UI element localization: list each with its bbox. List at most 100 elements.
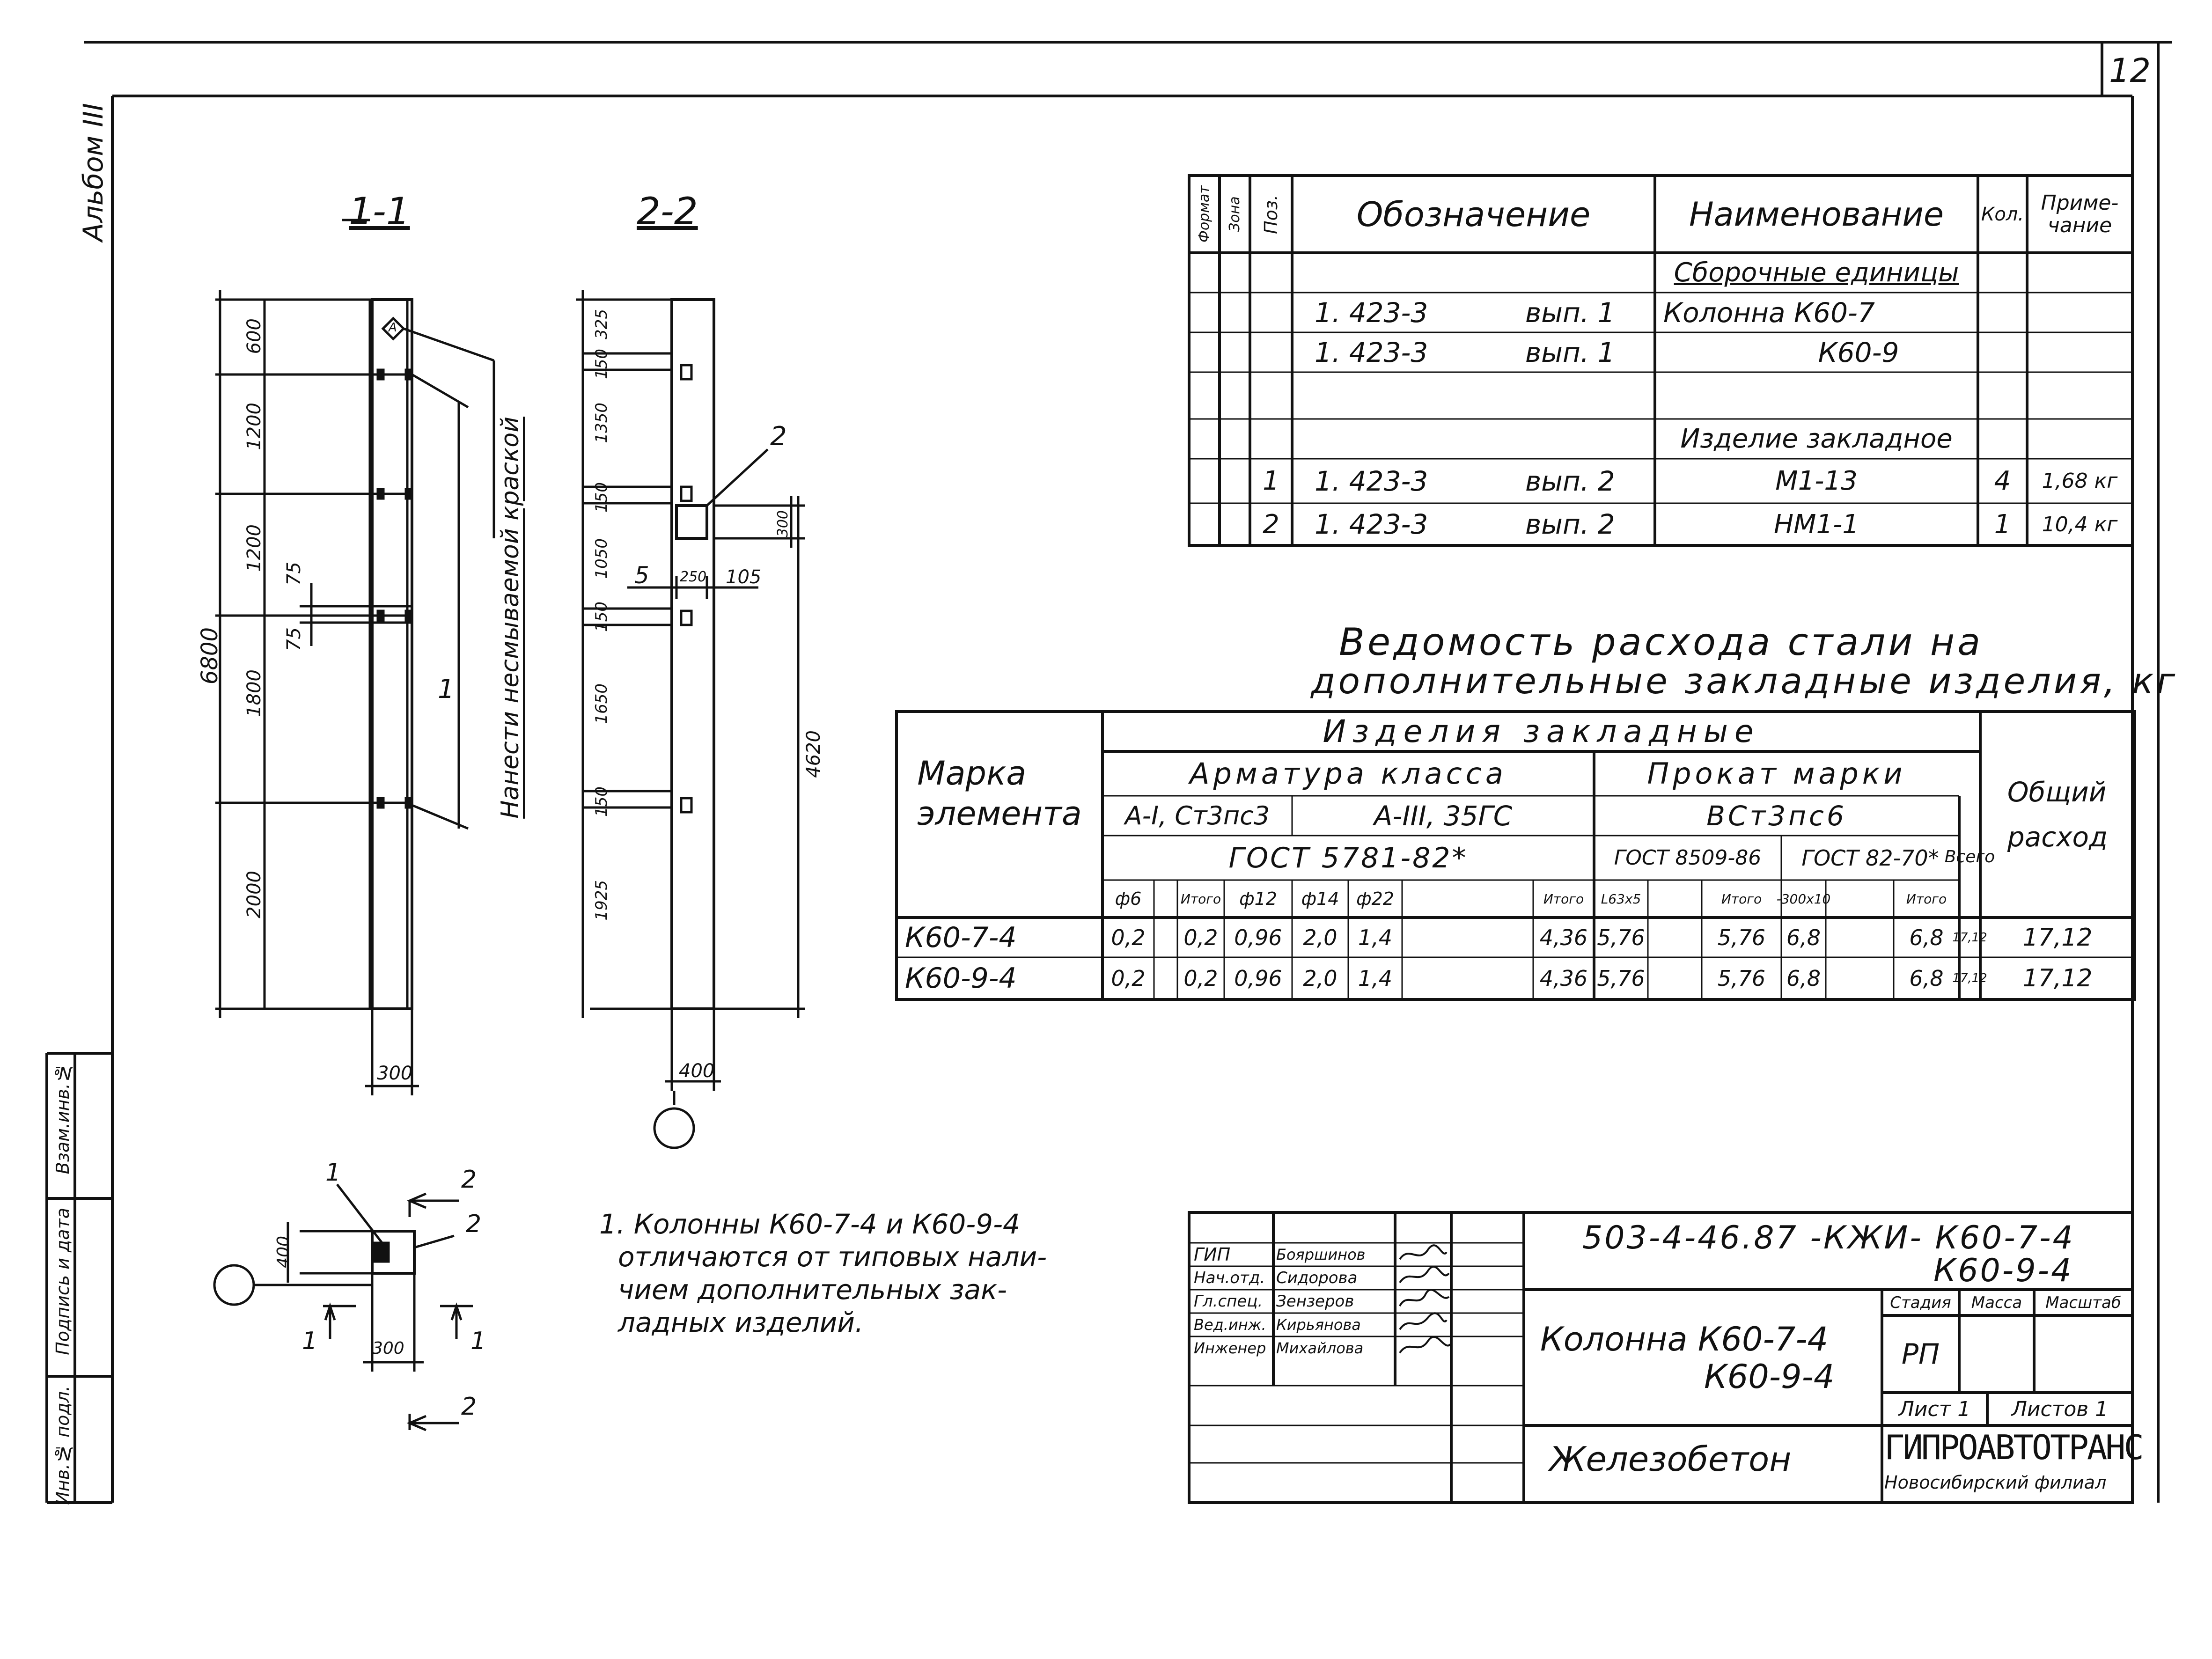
tb-stage-h: Стадия (1890, 1293, 1951, 1312)
spec-h-code: Обозначение (1356, 194, 1591, 234)
section-1-title: 1-1 (349, 190, 410, 233)
spec-row-5-pos: 1 (1263, 466, 1279, 496)
tb-name-3: Кирьянова (1276, 1316, 1361, 1334)
steel-row-1-mark: К60-9-4 (905, 962, 1017, 995)
steel-h-items: Изделия закладные (1323, 713, 1760, 749)
tb-role-0: ГИП (1194, 1244, 1231, 1265)
spec-row-1-code: 1. 423-3 (1315, 296, 1428, 329)
steel-row-0-col-3: 0,96 (1234, 925, 1282, 950)
spec-row-6-name: НМ1-1 (1774, 509, 1859, 540)
note-line-3: чием дополнительных зак- (618, 1274, 1007, 1306)
steel-row-0-col-4: 2,0 (1303, 925, 1337, 950)
steel-sub-7: Итого (1543, 891, 1584, 907)
tb-role-1: Нач.отд. (1194, 1269, 1265, 1287)
dim2-400: 400 (679, 1060, 715, 1082)
steel-row-1-sum: 17,12 (2022, 964, 2093, 992)
tb-role-2: Гл.спец. (1194, 1292, 1263, 1311)
steel-h-sum: Общий расход (2007, 776, 2108, 853)
spec-h-name: Наименование (1689, 195, 1944, 234)
steel-row-0-col-11: 6,8 (1786, 925, 1821, 950)
spec-row-6-ver: вып. 2 (1525, 508, 1615, 540)
steel-h-gost3: ГОСТ 82-70* (1801, 845, 1939, 871)
plan-label-1-right: 1 (470, 1327, 486, 1355)
spec-row-0-name: Сборочные единицы (1674, 257, 1959, 288)
steel-row-1-col-0: 0,2 (1111, 966, 1146, 991)
spec-h-qty: Кол. (1981, 203, 2024, 225)
steel-sub-4: ф14 (1301, 888, 1339, 909)
steel-sub-2: Итого (1180, 891, 1221, 907)
steel-sub-10: Итого (1721, 891, 1762, 907)
plan-label-2-bottom: 2 (461, 1393, 477, 1421)
spec-h-note: Приме- чание (2041, 191, 2119, 237)
steel-row-1-col-7: 4,36 (1539, 966, 1588, 991)
steel-h-gost1: ГОСТ 5781-82* (1228, 841, 1468, 874)
steel-h-gost2: ГОСТ 8509-86 (1614, 846, 1762, 870)
spec-row-6-pos: 2 (1263, 509, 1279, 540)
steel-row-1-col-4: 2,0 (1303, 966, 1337, 991)
tb-stage: РП (1901, 1337, 1940, 1371)
plan-label-1-top: 1 (325, 1159, 341, 1187)
tb-sheets: Листов 1 (2011, 1397, 2109, 1421)
tb-scale-h: Масштаб (2045, 1293, 2121, 1312)
steel-h-rolled: Прокат марки (1647, 756, 1906, 791)
spec-row-1-name: Колонна К60-7 (1663, 296, 1875, 329)
tb-name-0: Бояршинов (1276, 1246, 1366, 1263)
dim2-250: 250 (680, 569, 707, 585)
plan-dim-300: 300 (372, 1339, 404, 1358)
steel-row-1-col-13: 6,8 (1909, 966, 1944, 991)
steel-sub-11: -300x10 (1776, 891, 1831, 907)
spec-row-5-ver: вып. 2 (1525, 465, 1615, 497)
steel-row-0-col-13: 6,8 (1909, 925, 1944, 950)
steel-row-1-col-10: 5,76 (1717, 966, 1766, 991)
steel-sub-13: Итого (1906, 891, 1947, 907)
steel-row-1-col-5: 1,4 (1358, 966, 1393, 991)
steel-sub-8: L63x5 (1601, 891, 1641, 907)
spec-row-6-code: 1. 423-3 (1315, 508, 1428, 540)
tb-sheet: Лист 1 (1898, 1397, 1971, 1421)
steel-h-rebar: Арматура класса (1190, 756, 1507, 791)
steel-row-1-col-11: 6,8 (1786, 966, 1821, 991)
steel-sub-3: ф12 (1239, 888, 1277, 909)
steel-row-0-col-2: 0,2 (1183, 925, 1218, 950)
steel-row-1-col-2: 0,2 (1183, 966, 1218, 991)
dim-300-s1: 300 (377, 1063, 413, 1084)
callout-2-s2: 2 (770, 421, 787, 452)
tb-mass-h: Масса (1971, 1293, 2022, 1312)
steel-h-a1: А-I, Ст3пс3 (1124, 801, 1270, 830)
spec-row-6-qty: 1 (1994, 509, 2011, 540)
plan-label-2-top: 2 (461, 1166, 477, 1194)
steel-row-1-col-8: 5,76 (1597, 966, 1645, 991)
spec-row-2-code: 1. 423-3 (1315, 336, 1428, 368)
spec-row-5-note: 1,68 кг (2042, 469, 2118, 493)
spec-row-4-name: Изделие закладное (1680, 424, 1953, 454)
steel-title-1: Ведомость расхода стали на (1339, 620, 1984, 664)
dim2-5: 5 (634, 562, 649, 589)
spec-row-6-note: 10,4 кг (2042, 512, 2118, 536)
tb-code: 503-4-46.87 -КЖИ- К60-7-4 (1582, 1219, 2075, 1256)
tb-code2: К60-9-4 (1933, 1252, 2073, 1289)
marker-a: A (389, 321, 397, 335)
note-line-1: 1. Колонны К60-7-4 и К60-9-4 (599, 1208, 1020, 1240)
plan-label-2-right: 2 (466, 1210, 482, 1238)
spec-row-1-ver: вып. 1 (1525, 296, 1615, 329)
steel-row-0-sum: 17,12 (2022, 923, 2093, 952)
notes-block: 1. Колонны К60-7-4 и К60-9-4 отличаются … (599, 1208, 1047, 1339)
steel-row-0-mark: К60-7-4 (905, 921, 1017, 954)
steel-h-vst: ВСт3пс6 (1706, 800, 1847, 832)
steel-h-mark: Марка элемента (917, 754, 1082, 833)
steel-sub-5: ф22 (1356, 888, 1394, 909)
spec-row-5-code: 1. 423-3 (1315, 465, 1428, 497)
tb-name-2: Зензеров (1276, 1292, 1354, 1311)
tb-name-4: Михайлова (1276, 1339, 1364, 1357)
spec-row-5-qty: 4 (1994, 466, 2011, 496)
spec-row-2-name: К60-9 (1818, 336, 1899, 368)
tb-object-2: К60-9-4 (1704, 1358, 1835, 1396)
steel-row-0-col-10: 5,76 (1717, 925, 1766, 950)
steel-row-0-col-8: 5,76 (1597, 925, 1645, 950)
tb-role-3: Вед.инж. (1194, 1316, 1266, 1334)
tb-branch: Новосибирский филиал (1884, 1472, 2107, 1493)
spec-row-5-name: М1-13 (1775, 466, 1858, 496)
tb-object-1: Колонна К60-7-4 (1540, 1320, 1829, 1358)
